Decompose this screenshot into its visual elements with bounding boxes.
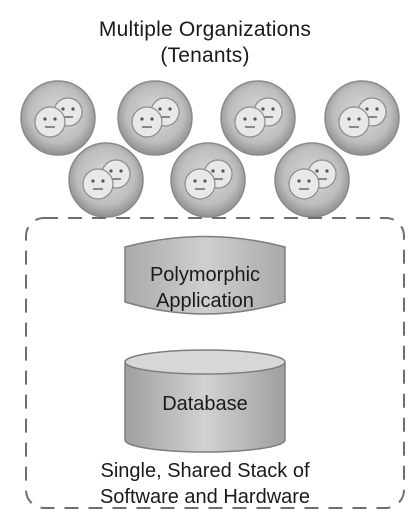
shared-stack-boundary (25, 217, 405, 509)
tenants-group (20, 80, 400, 218)
database-label: Database (162, 393, 248, 415)
tenant-icon (274, 142, 350, 218)
database-cylinder (124, 349, 286, 453)
tenant-icon (324, 80, 400, 156)
diagram-subtitle: (Tenants) (160, 44, 250, 67)
stack-caption-line2: Software and Hardware (99, 486, 311, 508)
tenant-icon (68, 142, 144, 218)
tenant-icon (220, 80, 296, 156)
tenant-icon (170, 142, 246, 218)
tenant-icon (20, 80, 96, 156)
application-label-line2: Application (156, 290, 254, 312)
application-shape (124, 235, 286, 315)
application-label: Polymorphic Application (125, 262, 285, 314)
tenant-icon (117, 80, 193, 156)
diagram-title: Multiple Organizations (98, 18, 312, 41)
stack-caption-line1: Single, Shared Stack of (100, 460, 310, 482)
application-label-line1: Polymorphic (149, 264, 261, 286)
